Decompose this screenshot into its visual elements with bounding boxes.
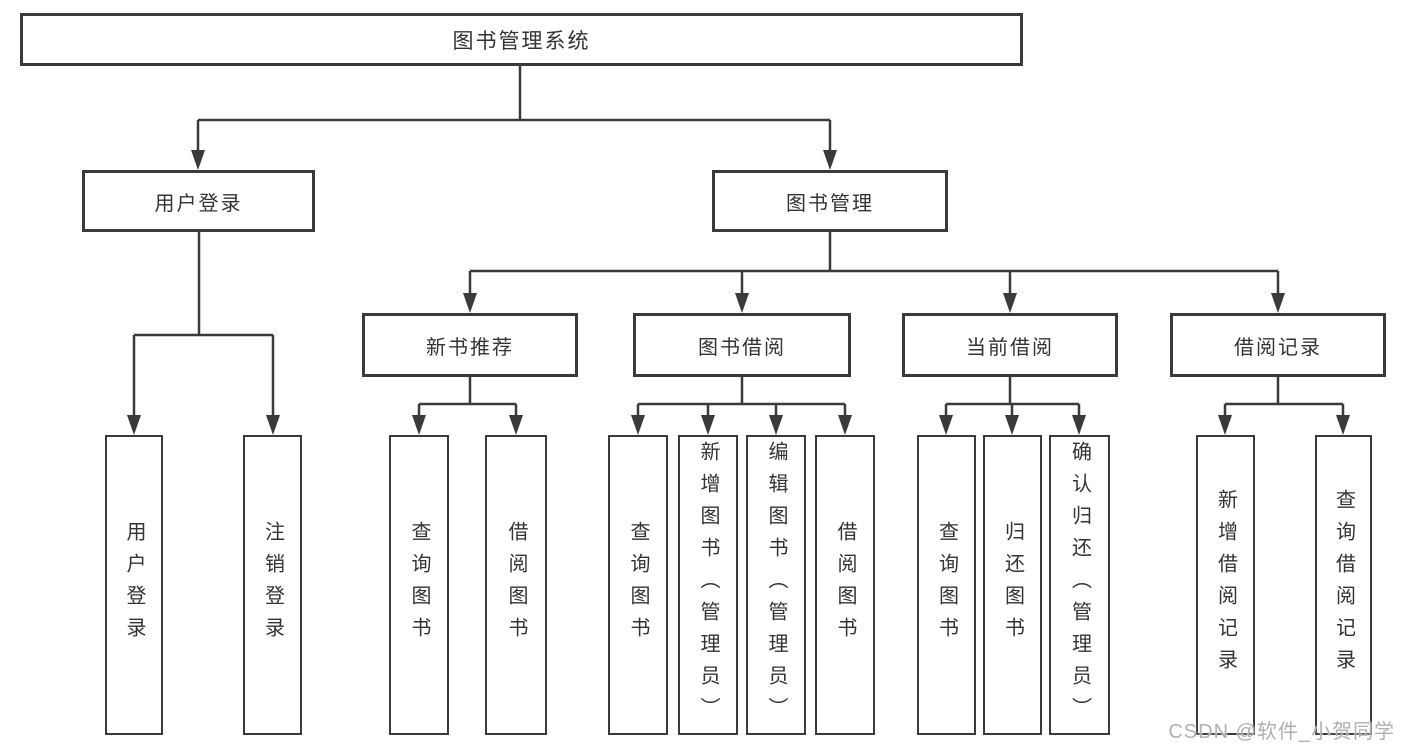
leaf-borrowing-borrow-books: 借阅图书 (815, 435, 875, 735)
arrowhead-down-icon (823, 150, 837, 170)
leaf-recommend-borrow-books: 借阅图书 (485, 435, 547, 735)
connector-line (417, 377, 518, 417)
arrowhead-down-icon (127, 415, 141, 435)
node-current-borrowing: 当前借阅 (902, 313, 1118, 377)
arrowhead-down-icon (266, 415, 280, 435)
leaf-label: 借阅图书 (834, 521, 856, 649)
leaf-current-return-books: 归还图书 (983, 435, 1042, 735)
leaf-borrowing-edit-books-admin: 编辑图书（管理员） (746, 435, 806, 735)
leaf-label: 用户登录 (123, 521, 145, 649)
node-user-login: 用户登录 (82, 170, 315, 232)
connector-line (944, 377, 1081, 417)
leaf-current-query-books: 查询图书 (917, 435, 976, 735)
leaf-label: 新增图书（管理员） (697, 441, 719, 729)
connector-line (1223, 377, 1345, 417)
leaf-current-confirm-return-admin: 确认归还（管理员） (1049, 435, 1110, 735)
connector-line (196, 66, 832, 152)
leaf-user-login: 用户登录 (105, 435, 163, 735)
arrowhead-down-icon (735, 293, 749, 313)
leaf-label: 查询图书 (408, 521, 430, 649)
arrowhead-down-icon (463, 293, 477, 313)
leaf-label: 注销登录 (261, 521, 284, 649)
leaf-label: 确认归还（管理员） (1068, 441, 1091, 729)
arrowhead-down-icon (939, 415, 953, 435)
arrowhead-down-icon (701, 415, 715, 435)
leaf-label: 查询借阅记录 (1332, 489, 1355, 681)
arrowhead-down-icon (509, 415, 523, 435)
leaf-records-query-record: 查询借阅记录 (1315, 435, 1372, 735)
connector-line (468, 232, 1280, 295)
node-new-book-recommendation: 新书推荐 (362, 313, 578, 377)
arrowhead-down-icon (412, 415, 426, 435)
leaf-label: 归还图书 (1001, 521, 1024, 649)
arrowhead-down-icon (1072, 415, 1086, 435)
arrowhead-down-icon (769, 415, 783, 435)
leaf-label: 查询图书 (935, 521, 958, 649)
leaf-borrowing-query-books: 查询图书 (608, 435, 668, 735)
arrowhead-down-icon (191, 150, 205, 170)
node-book-borrowing: 图书借阅 (633, 313, 851, 377)
leaf-records-add-record: 新增借阅记录 (1196, 435, 1255, 735)
leaf-label: 查询图书 (627, 521, 649, 649)
arrowhead-down-icon (1218, 415, 1232, 435)
leaf-recommend-query-books: 查询图书 (389, 435, 449, 735)
csdn-watermark: CSDN @软件_小贺同学 (1168, 721, 1395, 743)
leaf-label: 编辑图书（管理员） (765, 441, 787, 729)
leaf-label: 新增借阅记录 (1214, 489, 1237, 681)
connector-line (132, 232, 275, 417)
arrowhead-down-icon (1003, 293, 1017, 313)
connector-line (636, 377, 847, 417)
node-root-library-system: 图书管理系统 (20, 13, 1023, 66)
leaf-label: 借阅图书 (505, 521, 527, 649)
arrowhead-down-icon (1005, 415, 1019, 435)
arrowhead-down-icon (631, 415, 645, 435)
arrowhead-down-icon (1271, 293, 1285, 313)
arrowhead-down-icon (838, 415, 852, 435)
node-book-management: 图书管理 (712, 170, 948, 232)
arrowhead-down-icon (1336, 415, 1350, 435)
leaf-borrowing-add-books-admin: 新增图书（管理员） (678, 435, 738, 735)
node-borrowing-records: 借阅记录 (1170, 313, 1386, 377)
leaf-logout: 注销登录 (243, 435, 302, 735)
